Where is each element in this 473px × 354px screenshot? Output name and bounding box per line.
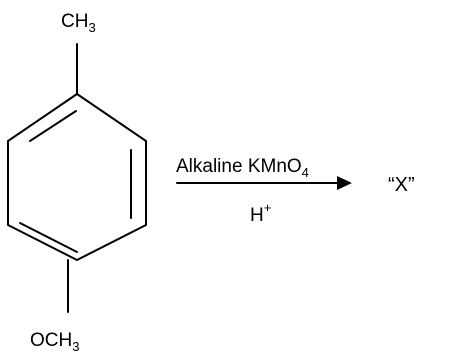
reagent-above-label: Alkaline KMnO4 (176, 156, 309, 180)
methoxy-group-label: OCH3 (30, 330, 79, 354)
ring-double-bond-upper (29, 110, 77, 142)
reaction-arrow-head-icon (337, 176, 352, 190)
acid-superscript-text: + (264, 200, 272, 215)
methoxy-base-text: OCH (30, 330, 72, 351)
product-label: “X” (388, 174, 415, 196)
acid-base-text: H (250, 205, 264, 226)
reagent-below-label: H+ (250, 200, 271, 226)
reagent-base-text: Alkaline KMnO (176, 156, 302, 177)
methyl-subscript-text: 3 (88, 20, 95, 35)
reagent-subscript-text: 4 (302, 165, 309, 180)
methyl-base-text: CH (61, 11, 88, 32)
ring-double-bond-lower (19, 222, 78, 253)
methyl-group-label: CH3 (61, 11, 96, 35)
methoxy-subscript-text: 3 (72, 339, 79, 354)
benzene-ring (7, 93, 147, 261)
